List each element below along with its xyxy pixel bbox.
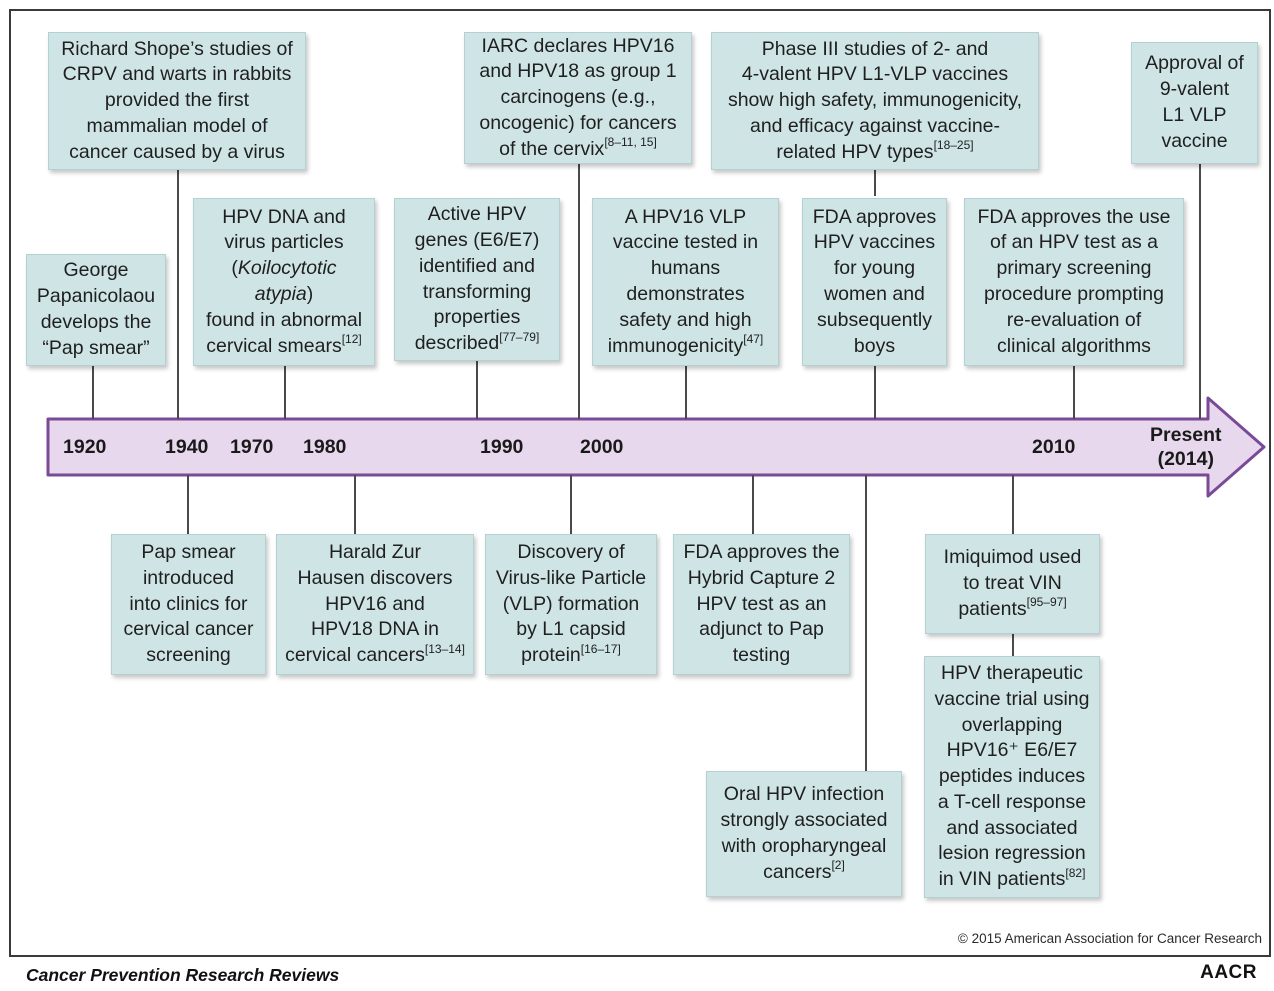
connector-fdavaccines bbox=[874, 366, 876, 419]
reference-citation: [77–79] bbox=[499, 329, 540, 344]
connector-papanicolaou bbox=[92, 366, 94, 419]
connector-imiquimod bbox=[1012, 475, 1014, 534]
reference-citation: [16–17] bbox=[580, 641, 621, 656]
connector-zurhausen bbox=[354, 475, 356, 534]
connector-therapeutic bbox=[1012, 634, 1014, 656]
event-fda-approves-vaccines: FDA approves HPV vaccines for young wome… bbox=[802, 198, 947, 366]
connector-oralhpv bbox=[865, 475, 867, 771]
event-hpv16-vlp-vaccine: A HPV16 VLP vaccine tested in humans dem… bbox=[592, 198, 779, 366]
year-2010: 2010 bbox=[1032, 436, 1076, 458]
event-vlp-discovery: Discovery of Virus-like Particle (VLP) f… bbox=[485, 534, 657, 675]
connector-ninevalent bbox=[1199, 164, 1201, 419]
event-hybrid-capture-2: FDA approves the Hybrid Capture 2 HPV te… bbox=[673, 534, 850, 675]
event-iarc-carcinogens: IARC declares HPV16 and HPV18 as group 1… bbox=[464, 32, 692, 164]
connector-vlpvaccine bbox=[685, 366, 687, 419]
connector-iarc bbox=[578, 164, 580, 419]
timeline-arrow-shape bbox=[46, 396, 1266, 498]
journal-title: Cancer Prevention Research Reviews bbox=[26, 965, 340, 985]
event-shope-crpv: Richard Shope’s studies of CRPV and wart… bbox=[48, 32, 306, 170]
connector-fdatest bbox=[1073, 366, 1075, 419]
event-zur-hausen: Harald Zur Hausen discovers HPV16 and HP… bbox=[276, 534, 474, 675]
reference-citation: [95–97] bbox=[1026, 595, 1067, 610]
event-active-hpv-genes: Active HPV genes (E6/E7) identified and … bbox=[394, 198, 560, 361]
event-papanicolaou: George Papanicolaou develops the “Pap sm… bbox=[26, 254, 166, 366]
reference-citation: [82] bbox=[1065, 865, 1086, 880]
year-1920: 1920 bbox=[63, 436, 107, 458]
connector-shope bbox=[177, 170, 179, 419]
present-label: Present bbox=[1150, 424, 1222, 446]
connector-vlpdiscovery bbox=[570, 475, 572, 534]
connector-activegenes bbox=[476, 361, 478, 419]
connector-papclinics bbox=[187, 475, 189, 534]
year-1940: 1940 bbox=[165, 436, 209, 458]
reference-citation: [18–25] bbox=[933, 138, 974, 153]
aacr-logo: AACR bbox=[1200, 962, 1257, 983]
reference-citation: [12] bbox=[341, 332, 362, 347]
event-phase3-vaccines: Phase III studies of 2- and 4-valent HPV… bbox=[711, 32, 1039, 170]
event-imiquimod-vin: Imiquimod used to treat VIN patients[95–… bbox=[925, 534, 1100, 634]
year-present: Present (2014) bbox=[1150, 423, 1222, 471]
event-9valent-approval: Approval of 9-valent L1 VLP vaccine bbox=[1131, 42, 1258, 164]
reference-citation: [47] bbox=[743, 332, 764, 347]
connector-hybridcapture bbox=[752, 475, 754, 534]
year-2000: 2000 bbox=[580, 436, 624, 458]
year-1990: 1990 bbox=[480, 436, 524, 458]
year-1970: 1970 bbox=[230, 436, 274, 458]
event-oral-hpv-infection: Oral HPV infection strongly associated w… bbox=[706, 771, 902, 897]
event-hpv-dna-particles: HPV DNA and virus particles (Koilocytoti… bbox=[193, 198, 375, 366]
connector-phase3 bbox=[874, 170, 876, 196]
reference-citation: [8–11, 15] bbox=[604, 135, 657, 150]
present-year-label: (2014) bbox=[1157, 448, 1214, 470]
event-pap-smear-clinics: Pap smear introduced into clinics for ce… bbox=[111, 534, 266, 675]
reference-citation: [13–14] bbox=[424, 641, 465, 656]
event-fda-primary-screening: FDA approves the use of an HPV test as a… bbox=[964, 198, 1184, 366]
reference-citation: [2] bbox=[831, 858, 845, 873]
event-therapeutic-vaccine-trial: HPV therapeutic vaccine trial using over… bbox=[924, 656, 1100, 898]
year-1980: 1980 bbox=[303, 436, 347, 458]
connector-hpvdna bbox=[284, 366, 286, 419]
copyright-notice: © 2015 American Association for Cancer R… bbox=[957, 931, 1262, 946]
